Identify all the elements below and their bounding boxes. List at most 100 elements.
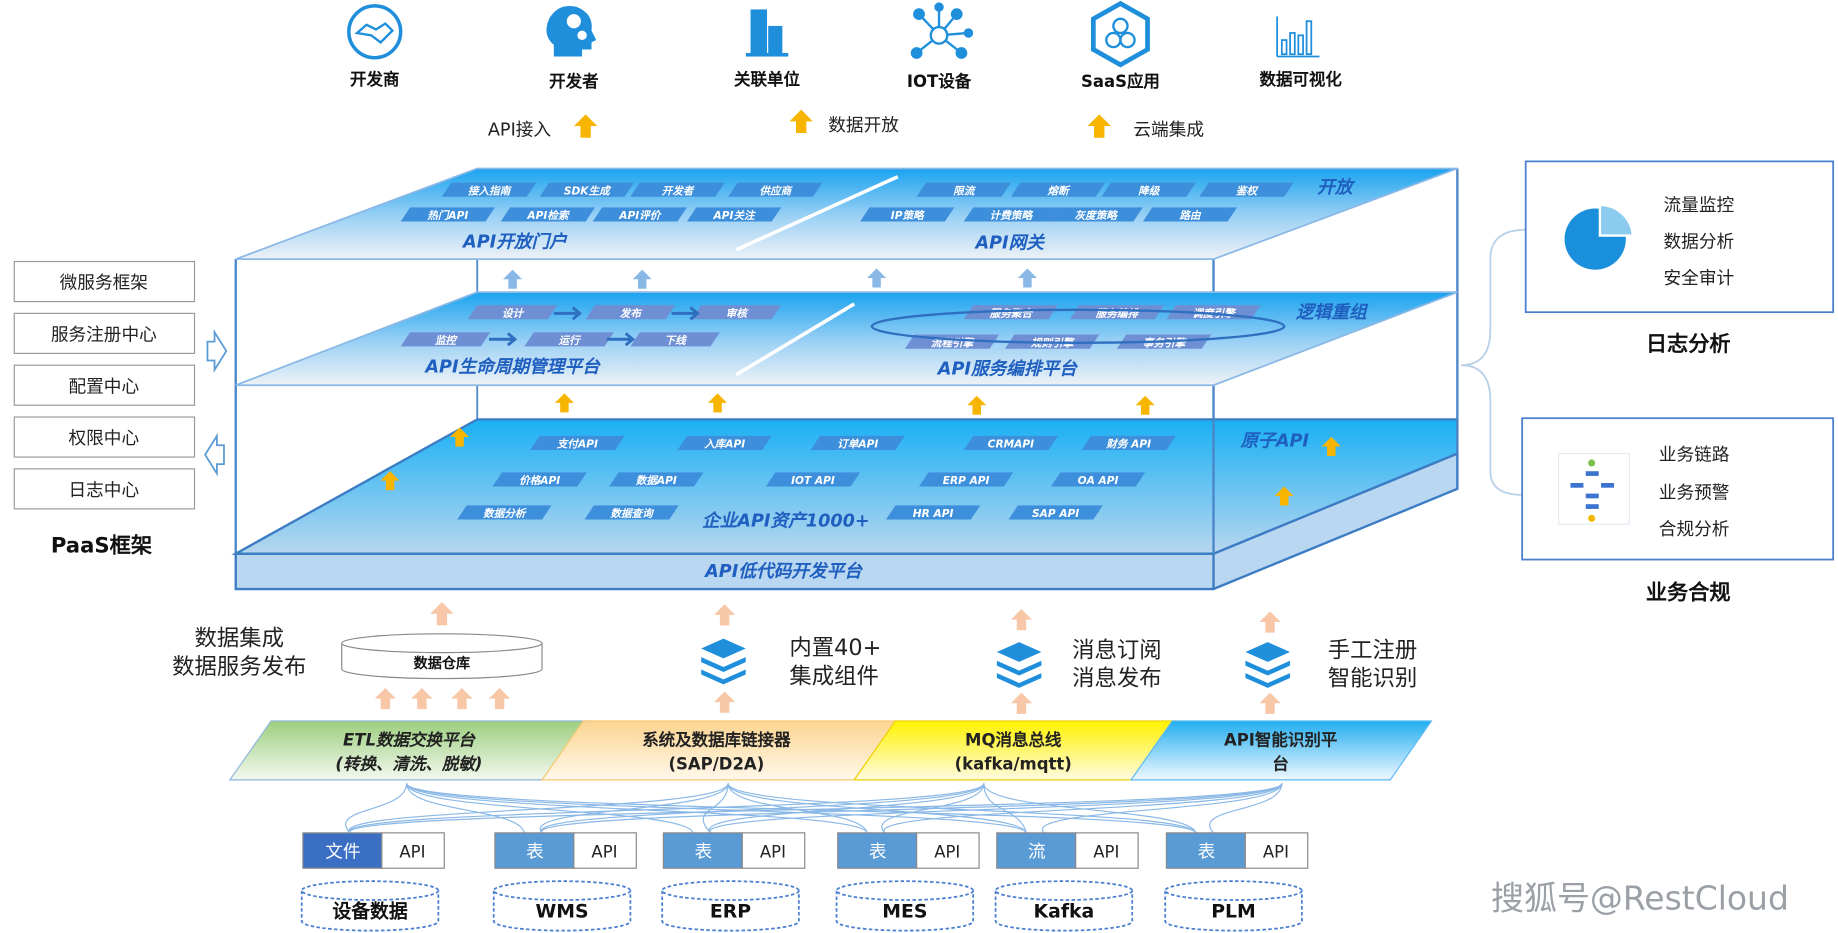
top-icons: 开发商 开发者 关联单位 IOT设备 SaaS应用 数据可视化 xyxy=(347,0,1342,91)
integration-label: 数据集成 xyxy=(195,626,285,652)
source-type: 表 xyxy=(1198,842,1216,863)
bracket-connector xyxy=(1460,228,1526,496)
up-arrow-icon xyxy=(374,687,396,710)
layer-tag: API关注 xyxy=(686,207,782,222)
svg-text:限流: 限流 xyxy=(953,184,977,197)
arrow-left-icon xyxy=(204,432,225,477)
svg-text:API评价: API评价 xyxy=(618,209,661,222)
compliance-item: 业务链路 xyxy=(1659,445,1730,466)
layer-tag: 发布 xyxy=(585,305,676,320)
source-name: WMS xyxy=(536,902,589,923)
compliance-title: 业务合规 xyxy=(1646,580,1731,605)
up-arrow-icon xyxy=(967,395,987,415)
svg-text:SDK生成: SDK生成 xyxy=(564,184,612,197)
top-icon-label: SaaS应用 xyxy=(1081,71,1160,91)
lifecycle-title: API生命周期管理平台 xyxy=(423,356,601,377)
layer-tag: 供应商 xyxy=(728,182,823,197)
svg-text:数据API: 数据API xyxy=(636,474,677,487)
layer-tag: 接入指南 xyxy=(441,182,537,197)
layer-tag: IP策略 xyxy=(860,207,955,222)
hexagon-icon xyxy=(1090,0,1150,68)
head-gear-icon xyxy=(546,6,597,57)
up-arrow-icon xyxy=(1010,692,1033,714)
orchestration-title: API服务编排平台 xyxy=(936,359,1078,380)
layer-tag: API检索 xyxy=(500,207,596,222)
paas-item[interactable]: 权限中心 xyxy=(13,416,196,458)
layer-tag: SAP API xyxy=(1008,505,1103,520)
svg-text:设计: 设计 xyxy=(502,307,525,320)
svg-text:价格API: 价格API xyxy=(519,474,560,487)
layer-tag: 下线 xyxy=(630,332,720,347)
svg-text:热门API: 热门API xyxy=(426,209,468,222)
source-name: PLM xyxy=(1211,902,1256,923)
integration-label: 消息发布 xyxy=(1072,666,1162,692)
layers-icon xyxy=(996,642,1042,688)
paas-item[interactable]: 服务注册中心 xyxy=(13,312,196,354)
up-arrow-icon xyxy=(554,393,574,413)
svg-text:API关注: API关注 xyxy=(713,209,756,222)
svg-text:监控: 监控 xyxy=(435,334,459,347)
integration-label: 手工注册 xyxy=(1328,637,1418,663)
layer-tag: 熔断 xyxy=(1010,182,1106,197)
up-arrow-icon xyxy=(1010,609,1033,631)
paas-item[interactable]: 微服务框架 xyxy=(13,260,196,303)
paas-item[interactable]: 日志中心 xyxy=(13,468,196,510)
layer-tag: 数据查询 xyxy=(584,505,679,520)
layer-tag: 订单API xyxy=(810,435,905,451)
api-recognition-platform xyxy=(1129,720,1433,781)
source-type: 表 xyxy=(869,842,887,863)
source-name: 设备数据 xyxy=(332,900,407,923)
svg-text:运行: 运行 xyxy=(559,334,583,347)
integration-label: 智能识别 xyxy=(1328,666,1418,692)
source-type: 表 xyxy=(526,842,544,863)
integration-label: 数据服务发布 xyxy=(172,654,306,680)
gateway-title: API网关 xyxy=(973,233,1045,254)
svg-text:下线: 下线 xyxy=(665,334,688,347)
svg-text:HR API: HR API xyxy=(913,508,954,520)
paas-item[interactable]: 配置中心 xyxy=(13,364,196,406)
paas-title: PaaS框架 xyxy=(51,532,153,557)
svg-text:OA API: OA API xyxy=(1078,475,1119,487)
layers-icon xyxy=(1245,642,1290,688)
flow-arrows xyxy=(489,306,700,347)
platform-label: 台 xyxy=(1272,753,1288,773)
svg-text:发布: 发布 xyxy=(620,307,644,320)
source-type: 表 xyxy=(695,842,713,863)
svg-text:财务 API: 财务 API xyxy=(1105,438,1151,451)
api-access-label: API接入 xyxy=(488,119,552,140)
svg-text:灰度策略: 灰度策略 xyxy=(1075,209,1119,222)
flowchart-icon xyxy=(1558,452,1630,525)
platform-label: (转换、清洗、脱敏) xyxy=(335,754,482,773)
layer-tag: ERP API xyxy=(919,472,1014,487)
source-api: API xyxy=(399,843,425,862)
source-type: 流 xyxy=(1028,842,1046,863)
top-icon-label: 关联单位 xyxy=(734,69,800,89)
layer-tag: 价格API xyxy=(492,472,587,487)
watermark: 搜狐号@RestCloud xyxy=(1491,878,1789,917)
bar-chart-icon xyxy=(1276,16,1320,58)
network-icon xyxy=(910,2,974,59)
svg-text:IP策略: IP策略 xyxy=(891,209,925,222)
layer-tag: 支付API xyxy=(530,435,625,451)
svg-text:ERP API: ERP API xyxy=(943,475,990,487)
platform-label: MQ消息总线 xyxy=(965,730,1062,750)
up-arrow-icon xyxy=(503,269,523,289)
source-type: 文件 xyxy=(325,842,360,863)
svg-text:开发者: 开发者 xyxy=(662,184,695,197)
svg-text:CRMAPI: CRMAPI xyxy=(988,439,1034,451)
layer-tag: 降级 xyxy=(1101,182,1196,197)
source-api: API xyxy=(1093,843,1119,862)
up-arrow-icon xyxy=(489,687,511,710)
up-arrow-icon xyxy=(1087,114,1111,138)
layer-tag: 限流 xyxy=(916,182,1011,197)
layers-icon xyxy=(701,638,746,685)
log-item: 数据分析 xyxy=(1664,231,1735,252)
layer-tag: 运行 xyxy=(524,332,614,347)
svg-text:路由: 路由 xyxy=(1179,209,1202,222)
svg-text:入库API: 入库API xyxy=(703,438,745,451)
